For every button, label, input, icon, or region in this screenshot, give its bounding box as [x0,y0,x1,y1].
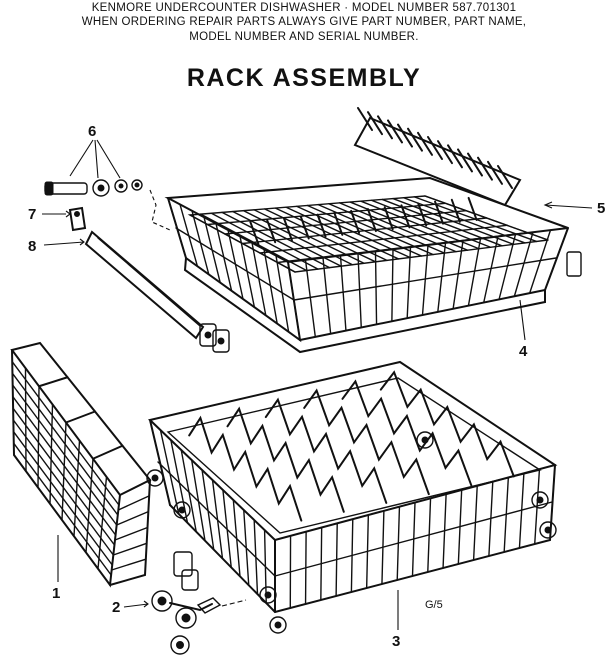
callout-2: 2 [112,599,120,616]
page-code: G/5 [425,599,443,611]
part-6-stud-hardware [44,139,143,197]
header-line-3: MODEL NUMBER AND SERIAL NUMBER. [189,31,419,43]
part-3-lower-rack [146,360,558,634]
header-line-1: KENMORE UNDERCOUNTER DISHWASHER · MODEL … [91,2,517,14]
part-8-track-rail [43,230,230,353]
part-1-silverware-basket [10,341,152,588]
callout-5: 5 [597,200,605,217]
header-line-2: WHEN ORDERING REPAIR PARTS ALWAYS GIVE P… [81,16,527,28]
callout-1: 1 [52,585,60,602]
diagram-title: RACK ASSEMBLY [186,64,422,92]
part-7-clip [42,206,87,232]
callout-8: 8 [28,238,36,255]
callout-7: 7 [28,206,36,223]
callout-6: 6 [88,123,96,140]
part-2-wheel-assembly [123,551,247,655]
part-5-cup-shelf [353,107,522,207]
callout-3: 3 [392,633,400,650]
callout-4: 4 [519,343,528,360]
part-4-upper-rack [164,107,593,354]
